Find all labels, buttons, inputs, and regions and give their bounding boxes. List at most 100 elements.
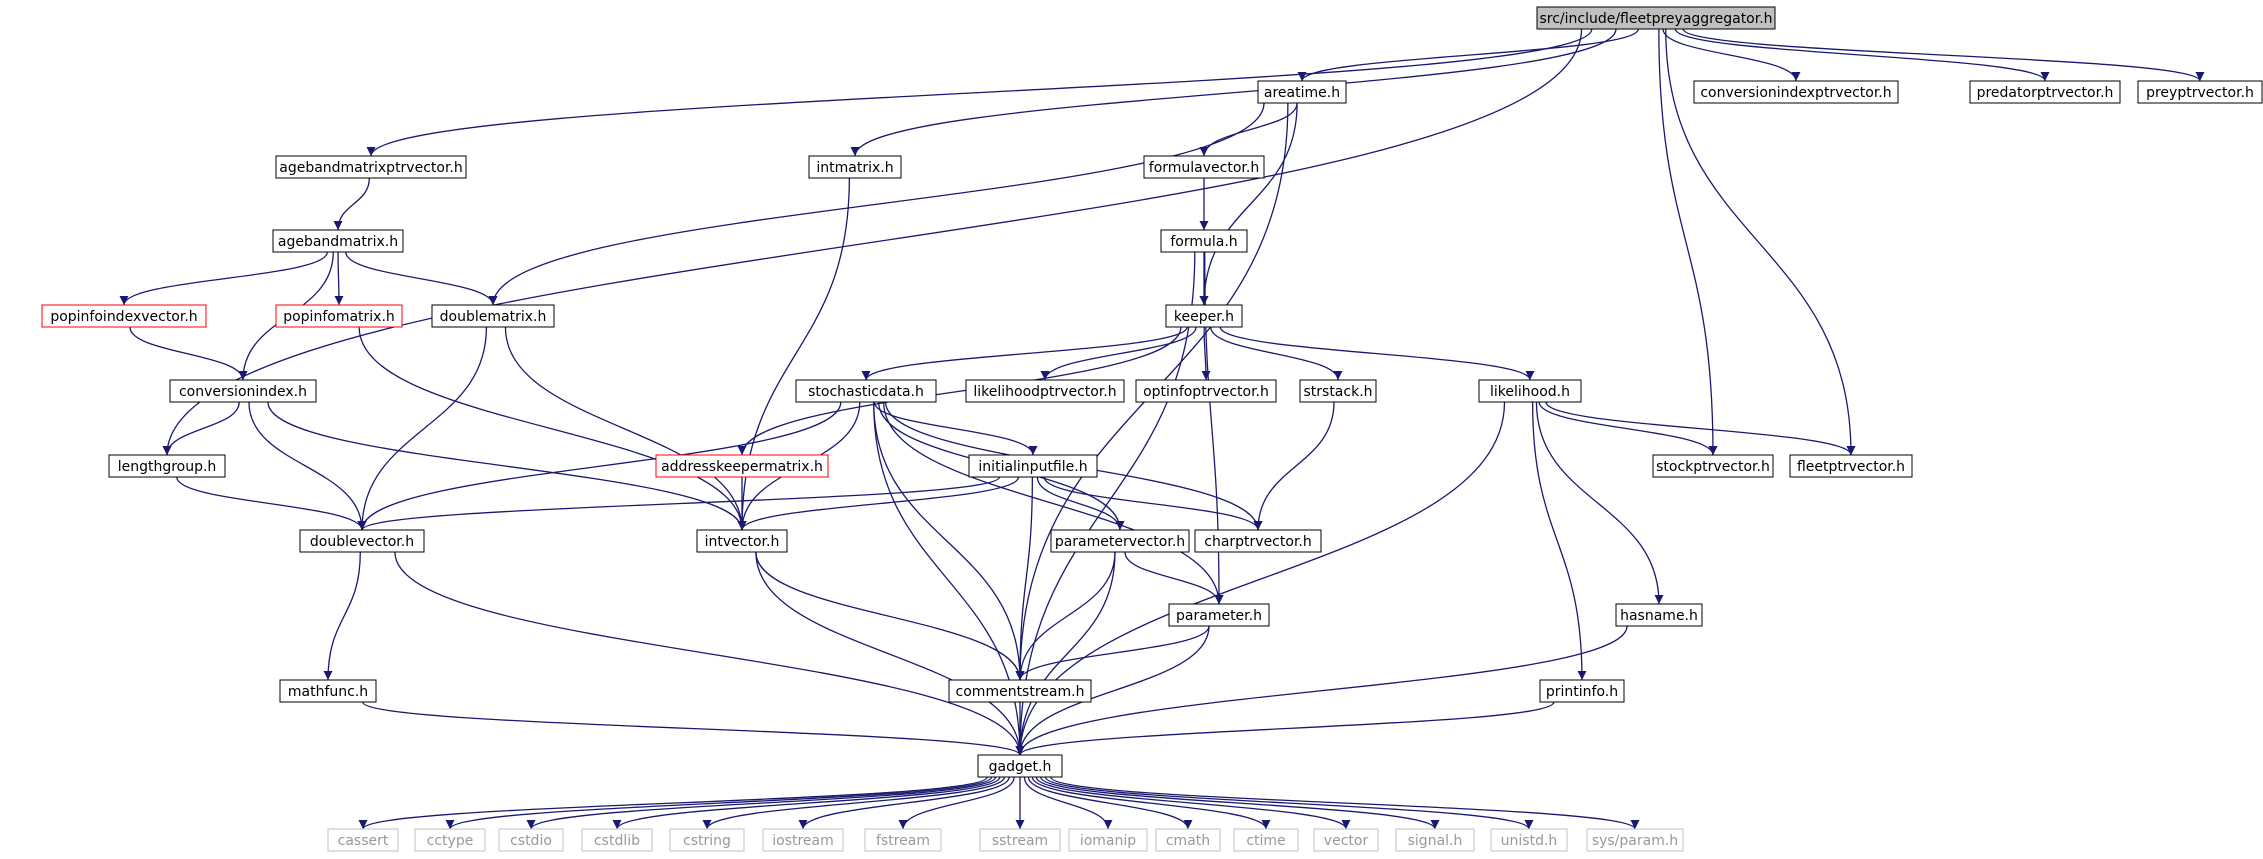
edge-mathfunc-to-gadget: [361, 701, 1025, 756]
node-optinfoptrvector[interactable]: optinfoptrvector.h: [1135, 379, 1277, 403]
node-strstack[interactable]: strstack.h: [1299, 379, 1377, 403]
edge-lengthgroup-to-doublevector: [176, 476, 367, 531]
node-charptrvector[interactable]: charptrvector.h: [1194, 529, 1322, 553]
edge-gadget-to-unistd: [1044, 776, 1534, 830]
node-box-parametervector: [1050, 529, 1190, 553]
node-commentstream[interactable]: commentstream.h: [948, 679, 1092, 703]
node-formulavector[interactable]: formulavector.h: [1143, 155, 1265, 179]
node-intmatrix[interactable]: intmatrix.h: [808, 155, 902, 179]
node-label-addresskeepermatrix: addresskeepermatrix.h: [661, 459, 823, 475]
node-lengthgroup[interactable]: lengthgroup.h: [108, 454, 226, 478]
node-fleetptrvector[interactable]: fleetptrvector.h: [1789, 454, 1913, 478]
node-addresskeepermatrix[interactable]: addresskeepermatrix.h: [655, 454, 829, 478]
node-label-vector: vector: [1324, 833, 1369, 849]
edge-conversionindex-to-lengthgroup: [162, 401, 240, 456]
edge-doublevector-to-gadget: [394, 551, 1025, 756]
node-ctime: ctime: [1233, 828, 1299, 852]
node-box-stochasticdata: [795, 379, 937, 403]
node-label-areatime: areatime.h: [1264, 85, 1340, 101]
node-intvector[interactable]: intvector.h: [696, 529, 788, 553]
edge-formula-to-gadget: [1015, 251, 1196, 756]
node-stochasticdata[interactable]: stochasticdata.h: [795, 379, 937, 403]
node-predatorptrvector[interactable]: predatorptrvector.h: [1969, 80, 2121, 104]
node-agebandmatrix[interactable]: agebandmatrix.h: [272, 229, 404, 253]
node-conversionindex[interactable]: conversionindex.h: [169, 379, 317, 403]
node-box-optinfoptrvector: [1135, 379, 1277, 403]
edge-gadget-to-cstdio: [526, 776, 997, 830]
edge-likelihood-to-printinfo: [1531, 401, 1587, 681]
edge-stochasticdata-to-commentstream: [873, 401, 1025, 681]
node-box-popinfomatrix: [275, 304, 403, 328]
node-label-cstring: cstring: [683, 833, 731, 849]
edge-parametervector-to-parameter: [1124, 551, 1224, 605]
node-box-formulavector: [1143, 155, 1265, 179]
node-initialinputfile[interactable]: initialinputfile.h: [968, 454, 1098, 478]
edge-root-to-lengthgroup: [162, 28, 1583, 456]
node-box-conversionindex: [169, 379, 317, 403]
edge-parametervector-to-gadget: [1015, 551, 1116, 756]
node-keeper[interactable]: keeper.h: [1165, 304, 1243, 328]
node-box-parameter: [1168, 603, 1270, 627]
node-box-strstack: [1299, 379, 1377, 403]
node-box-cstring: [669, 828, 745, 852]
node-areatime[interactable]: areatime.h: [1257, 80, 1347, 104]
edge-gadget-to-cctype: [445, 776, 993, 830]
node-popinfoindexvector[interactable]: popinfoindexvector.h: [41, 304, 207, 328]
node-box-printinfo: [1539, 679, 1625, 703]
edge-agebandmatrixptrvector-to-agebandmatrix: [333, 177, 370, 231]
node-cstring: cstring: [669, 828, 745, 852]
node-label-strstack: strstack.h: [1303, 384, 1372, 400]
node-label-cctype: cctype: [427, 833, 474, 849]
node-box-conversionindexptrvector: [1693, 80, 1899, 104]
node-box-initialinputfile: [968, 454, 1098, 478]
node-label-unistd: unistd.h: [1501, 833, 1558, 849]
node-gadget[interactable]: gadget.h: [977, 754, 1063, 778]
edge-agebandmatrix-to-popinfomatrix: [334, 251, 344, 306]
node-label-sysparam: sys/param.h: [1592, 833, 1678, 849]
node-popinfomatrix[interactable]: popinfomatrix.h: [275, 304, 403, 328]
node-parametervector[interactable]: parametervector.h: [1050, 529, 1190, 553]
node-label-fstream: fstream: [876, 833, 930, 849]
node-parameter[interactable]: parameter.h: [1168, 603, 1270, 627]
node-box-signal: [1395, 828, 1475, 852]
node-label-lengthgroup: lengthgroup.h: [118, 459, 217, 475]
node-root: src/include/fleetpreyaggregator.h: [1536, 6, 1776, 30]
edge-gadget-to-cstring: [702, 776, 1005, 830]
edge-stochasticdata-to-initialinputfile: [873, 401, 1038, 456]
node-box-hasname: [1615, 603, 1703, 627]
node-printinfo[interactable]: printinfo.h: [1539, 679, 1625, 703]
node-hasname[interactable]: hasname.h: [1615, 603, 1703, 627]
node-label-fleetptrvector: fleetptrvector.h: [1797, 459, 1905, 475]
edge-areatime-to-formulavector: [1199, 102, 1298, 157]
edge-areatime-to-keeper: [1199, 102, 1298, 306]
edge-doublematrix-to-intvector: [504, 326, 747, 531]
node-signal: signal.h: [1395, 828, 1475, 852]
edge-gadget-to-signal: [1040, 776, 1440, 830]
edge-root-to-conversionindexptrvector: [1662, 28, 1801, 82]
node-mathfunc[interactable]: mathfunc.h: [279, 679, 377, 703]
node-doublematrix[interactable]: doublematrix.h: [431, 304, 555, 328]
node-conversionindexptrvector[interactable]: conversionindexptrvector.h: [1693, 80, 1899, 104]
node-label-hasname: hasname.h: [1620, 608, 1698, 624]
node-label-commentstream: commentstream.h: [956, 684, 1085, 700]
node-doublevector[interactable]: doublevector.h: [299, 529, 425, 553]
edge-root-to-fleetptrvector: [1665, 28, 1856, 456]
node-label-iostream: iostream: [772, 833, 834, 849]
edge-agebandmatrix-to-doublematrix: [345, 251, 498, 306]
node-label-preyptrvector: preyptrvector.h: [2146, 85, 2254, 101]
node-likelihoodptrvector[interactable]: likelihoodptrvector.h: [965, 379, 1125, 403]
node-formula[interactable]: formula.h: [1160, 229, 1248, 253]
node-label-doublevector: doublevector.h: [310, 534, 414, 550]
node-likelihood[interactable]: likelihood.h: [1478, 379, 1582, 403]
edge-popinfoindexvector-to-conversionindex: [129, 326, 248, 381]
node-stockptrvector[interactable]: stockptrvector.h: [1652, 454, 1774, 478]
edge-popinfomatrix-to-intvector: [358, 326, 747, 531]
edge-keeper-to-addresskeepermatrix: [737, 326, 1182, 456]
node-agebandmatrixptrvector[interactable]: agebandmatrixptrvector.h: [275, 155, 467, 179]
node-preyptrvector[interactable]: preyptrvector.h: [2137, 80, 2263, 104]
edge-strstack-to-charptrvector: [1253, 401, 1335, 531]
node-label-stochasticdata: stochasticdata.h: [808, 384, 924, 400]
node-box-areatime: [1257, 80, 1347, 104]
node-label-agebandmatrix: agebandmatrix.h: [278, 234, 398, 250]
